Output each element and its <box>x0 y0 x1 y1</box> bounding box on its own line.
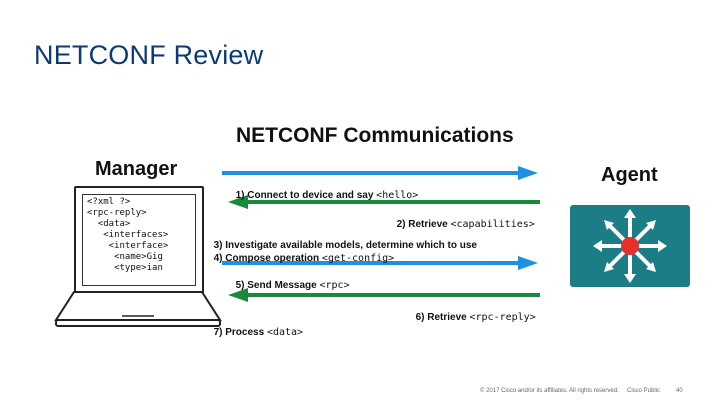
arrow-send-rpc <box>222 256 538 270</box>
step-7-label: 7) Process <data> <box>213 327 304 338</box>
step-3-label: 3) Investigate available models, determi… <box>213 240 477 251</box>
agent-device <box>570 205 690 287</box>
network-switch-icon <box>593 209 667 283</box>
step-4-label: 4) Compose operation <get-config> <box>213 253 395 264</box>
laptop-base <box>54 291 222 327</box>
footer-page-number: 40 <box>676 388 683 394</box>
code-line: <interfaces> <box>87 230 169 240</box>
step-2-label: 2) Retrieve <capabilities> <box>396 219 535 230</box>
code-line: <type>ian <box>87 263 163 273</box>
diagram-title: NETCONF Communications <box>236 124 514 147</box>
laptop-screen: <?xml ?> <rpc-reply> <data> <interfaces>… <box>74 186 204 294</box>
agent-label: Agent <box>601 164 658 186</box>
slide-title: NETCONF Review <box>34 40 264 70</box>
code-line: <name>Gig <box>87 252 163 262</box>
arrow-capabilities <box>228 195 540 209</box>
footer-classification: Cisco Public <box>627 388 661 394</box>
footer-copyright: © 2017 Cisco and/or its affiliates. All … <box>480 388 619 394</box>
code-panel: <?xml ?> <rpc-reply> <data> <interfaces>… <box>82 194 196 286</box>
step-1-label: 1) Connect to device and say <hello> <box>235 190 419 201</box>
code-line: <?xml ?> <box>87 197 131 207</box>
arrow-connect <box>222 166 538 180</box>
manager-label: Manager <box>95 158 178 180</box>
code-line: <interface> <box>87 241 169 251</box>
code-line: <rpc-reply> <box>87 208 147 218</box>
arrow-rpc-reply <box>228 288 540 302</box>
step-6-label: 6) Retrieve <rpc-reply> <box>415 312 536 323</box>
step-5-label: 5) Send Message <rpc> <box>235 280 350 291</box>
code-line: <data> <box>87 219 131 229</box>
